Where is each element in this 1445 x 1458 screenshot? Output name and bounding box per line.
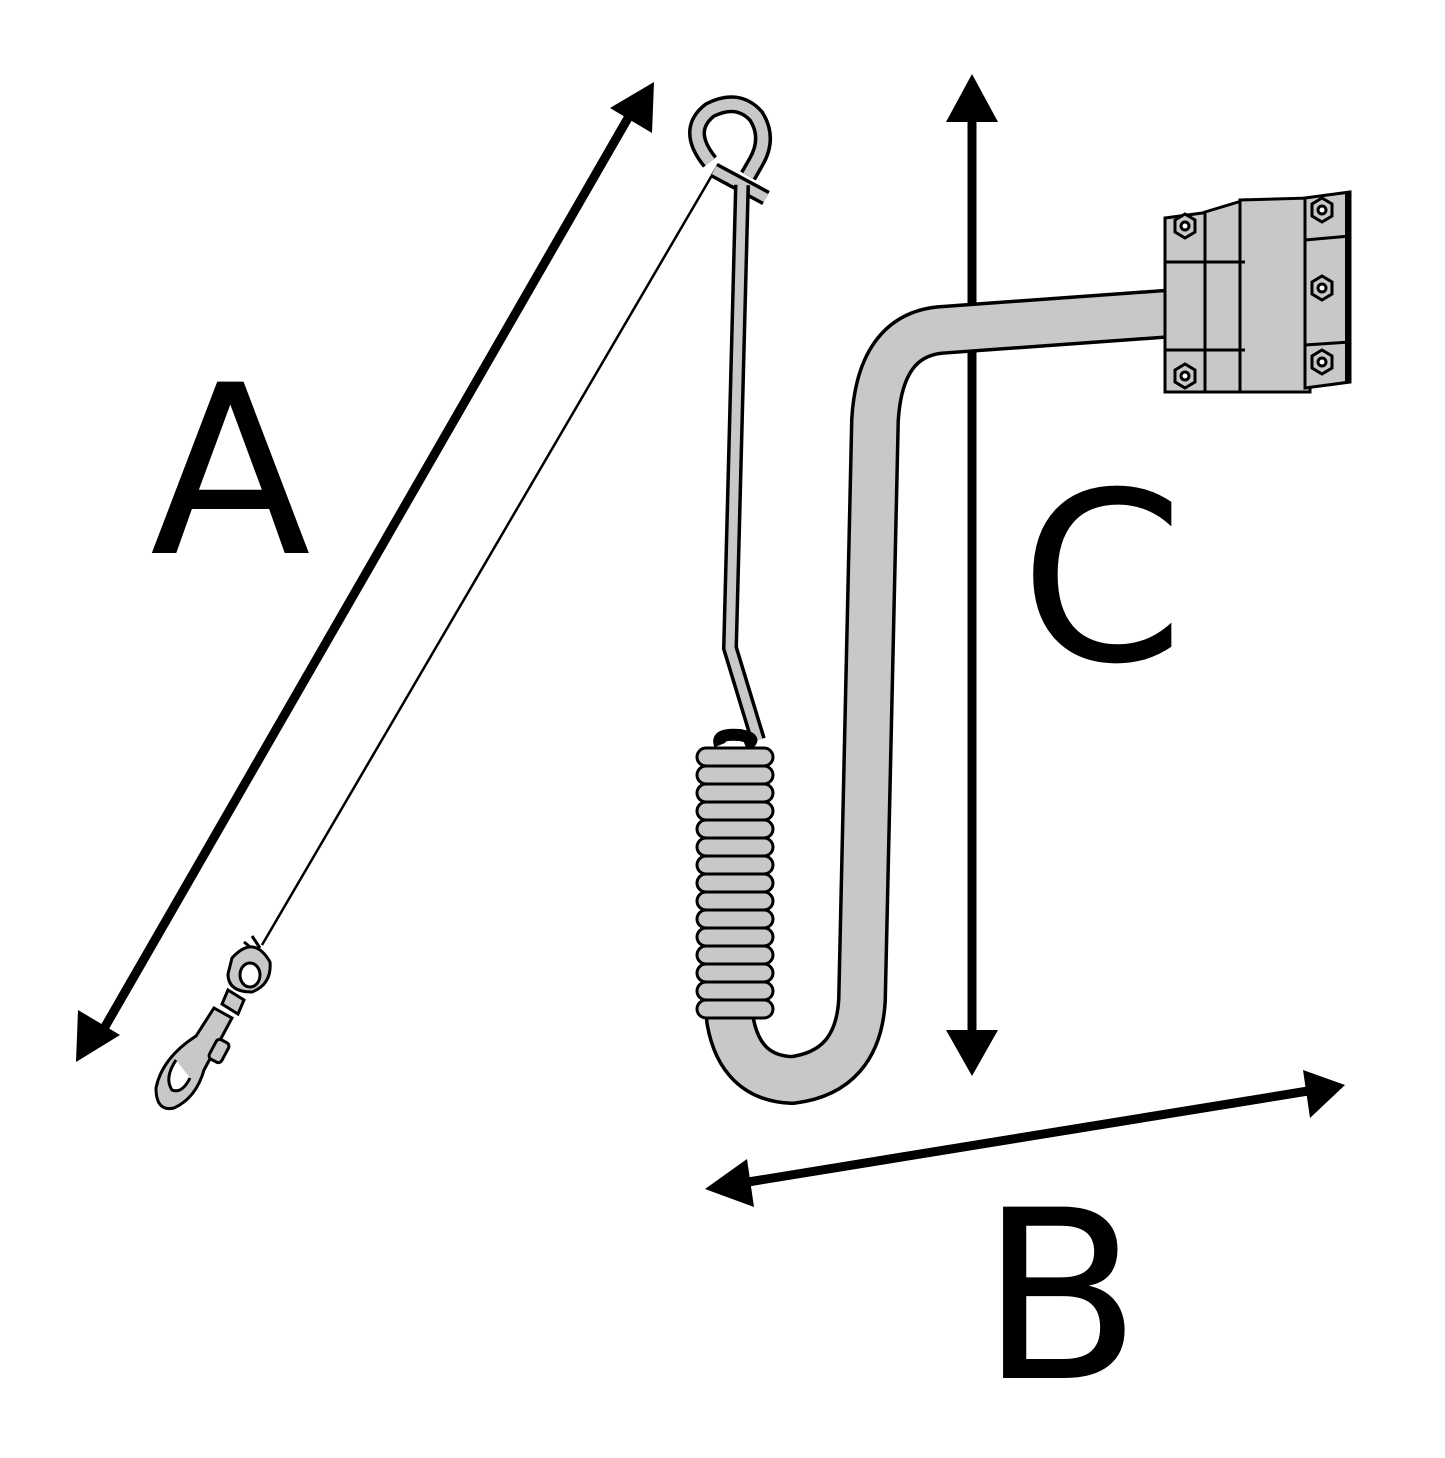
- clip-hook: [154, 935, 272, 1111]
- bolt-icon: [1310, 348, 1334, 376]
- dimension-label-a: A: [150, 336, 311, 609]
- mounting-clamp: [1163, 190, 1352, 394]
- bolt-icon: [1310, 274, 1334, 302]
- bolt-icon: [1173, 362, 1197, 390]
- spring-rod: [688, 95, 772, 743]
- dimension-arrow-a: [76, 82, 654, 1062]
- dimension-arrow-b: [705, 1070, 1345, 1207]
- dimension-arrow-c: [946, 74, 998, 1076]
- tether-cable: [260, 164, 720, 946]
- dimension-label-b: B: [980, 1161, 1142, 1434]
- bolt-icon: [1310, 196, 1334, 224]
- bent-arm: [705, 287, 1215, 1106]
- bolt-icon: [1173, 212, 1197, 240]
- coil-spring: [695, 728, 775, 1020]
- dimension-label-c: C: [1020, 443, 1185, 716]
